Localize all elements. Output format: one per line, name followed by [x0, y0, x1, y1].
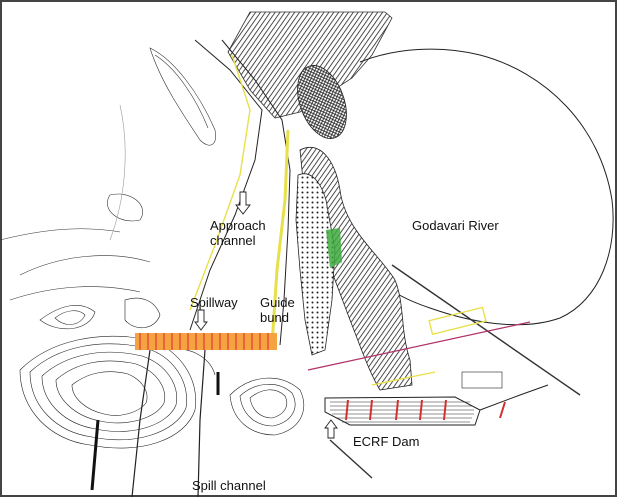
spillway-label: Spillway: [190, 295, 238, 310]
guide-bund-green-patch: [326, 228, 342, 268]
approach-channel-label-line1: Approach: [210, 218, 266, 233]
guide-bund-dotted-area: [295, 173, 336, 356]
dam-extension: [479, 384, 549, 411]
river-island: [297, 65, 347, 139]
dam-note-box: [461, 371, 503, 389]
river-channel-hatch: [299, 147, 413, 391]
spillway-structure: [135, 333, 277, 350]
approach-channel-label-line2: channel: [210, 233, 256, 248]
approach-channel-right-bank: [221, 39, 291, 346]
approach-channel-left-bank: [189, 39, 263, 331]
diagonal-line-1: [391, 264, 581, 396]
spillway-arrow: [194, 309, 208, 331]
lower-diagonal: [329, 439, 373, 479]
ecrf-dam-marks: [345, 399, 506, 421]
spill-channel-left-bank: [131, 349, 151, 497]
approach-alignment-yellow: [189, 54, 251, 311]
spillway-gates: [139, 333, 269, 350]
guide-bund-label-line2: bund: [260, 310, 289, 325]
godavari-river-outline: [359, 48, 614, 326]
diagonal-line-2: [307, 321, 531, 371]
left-bank-boundary: [109, 104, 126, 241]
spill-channel-structure-2: [90, 419, 100, 491]
guide-bund-alignment-yellow: [270, 129, 290, 346]
yellow-survey-line: [371, 371, 436, 386]
left-hill-contours: [0, 47, 216, 330]
guide-bund-label: Guide bund: [260, 295, 295, 325]
yellow-survey-box: [428, 306, 487, 336]
spillway-hill-contours: [19, 297, 305, 449]
spill-channel-label: Spill channel: [192, 478, 266, 493]
guide-bund-label-line1: Guide: [260, 295, 295, 310]
approach-arrow: [235, 191, 251, 215]
ecrf-dam-label: ECRF Dam: [353, 434, 420, 449]
approach-channel-label: Approach channel: [210, 218, 266, 248]
godavari-river-label: Godavari River: [412, 218, 499, 233]
spill-channel-right-bank: [197, 349, 206, 497]
dam-arrow: [324, 419, 338, 439]
